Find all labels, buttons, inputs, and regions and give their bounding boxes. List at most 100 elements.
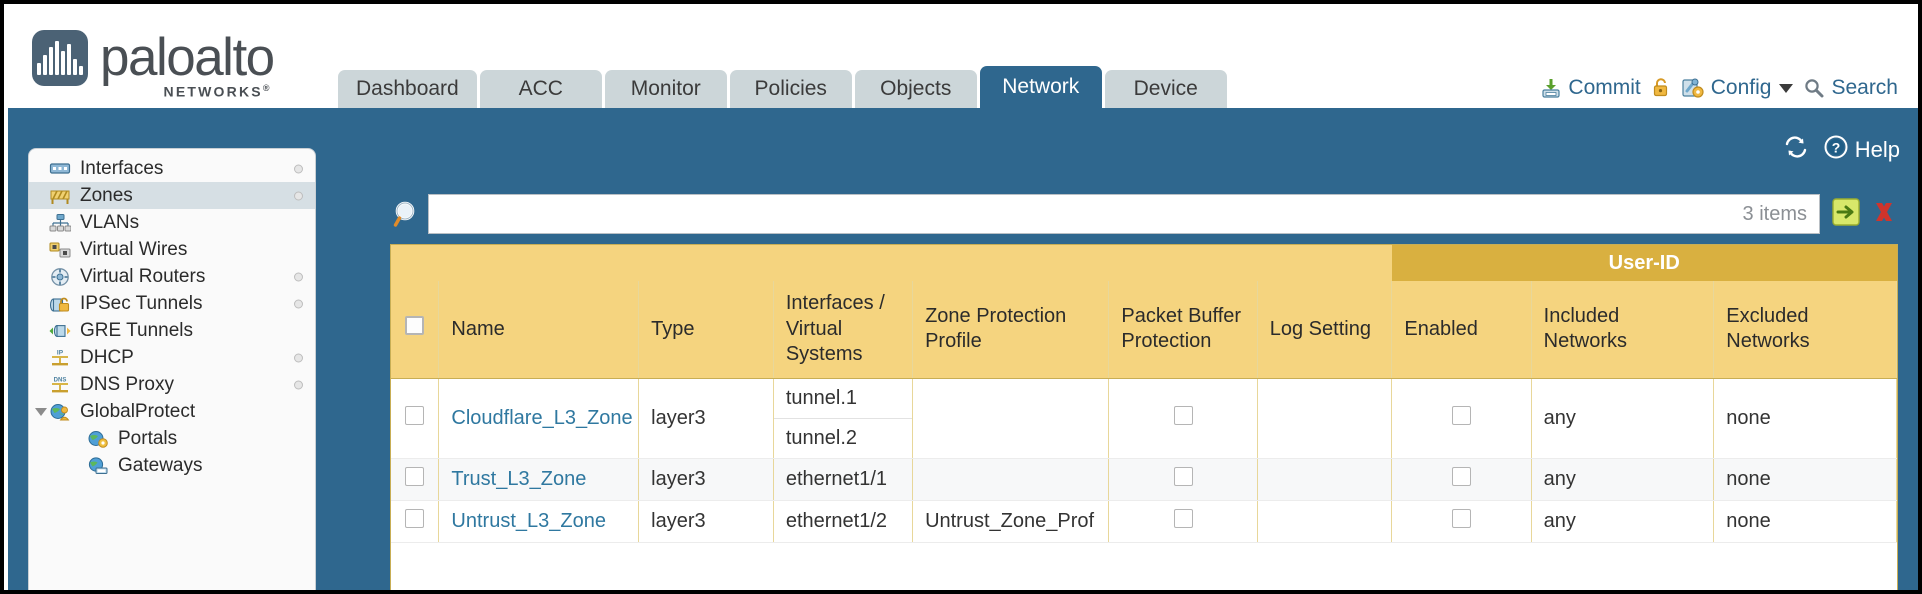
lock-icon[interactable] [1651, 77, 1671, 99]
zone-name-link[interactable]: Cloudflare_L3_Zone [451, 406, 633, 429]
zones-table-container: User-ID Name Type Interfaces / Virtual S… [390, 244, 1898, 590]
config-label: Config [1710, 76, 1772, 99]
virtual-routers-icon [49, 267, 71, 287]
commit-button[interactable]: Commit [1540, 76, 1641, 100]
filter-buttons [1832, 197, 1898, 231]
tab-objects[interactable]: Objects [854, 70, 977, 108]
table-group-header-row: User-ID [391, 245, 1897, 281]
row-select-checkbox[interactable] [405, 508, 425, 528]
col-header-packet-buffer-protection[interactable]: Packet Buffer Protection [1108, 281, 1258, 379]
cell-included-networks: any [1531, 500, 1715, 543]
ipsec-tunnels-icon [49, 294, 71, 314]
commit-label: Commit [1568, 76, 1641, 99]
cell-name[interactable]: Trust_L3_Zone [438, 458, 640, 501]
sidebar-item-gre-tunnels[interactable]: GRE Tunnels [29, 317, 315, 344]
help-button[interactable]: ? Help [1823, 134, 1900, 166]
zone-name-link[interactable]: Trust_L3_Zone [451, 467, 587, 490]
tab-policies[interactable]: Policies [729, 70, 852, 108]
row-select-checkbox[interactable] [405, 405, 425, 425]
row-select-checkbox[interactable] [405, 466, 425, 486]
cell-packet-buffer-protection[interactable] [1108, 458, 1258, 501]
tab-network[interactable]: Network [979, 66, 1102, 108]
chevron-down-icon[interactable] [35, 407, 47, 416]
gateways-icon [87, 456, 109, 476]
table-row[interactable]: Untrust_L3_Zone layer3 ethernet1/2 Untru… [391, 500, 1897, 543]
dns-proxy-icon: DNS [49, 375, 71, 395]
table-header-row: Name Type Interfaces / Virtual Systems Z… [391, 281, 1897, 379]
sidebar-item-portals[interactable]: Portals [29, 425, 315, 452]
config-menu[interactable]: Config [1681, 76, 1794, 100]
cell-included-networks: any [1531, 378, 1715, 459]
gre-tunnels-icon [49, 321, 71, 341]
sidebar-item-globalprotect[interactable]: GlobalProtect [29, 398, 315, 425]
refresh-icon[interactable] [1783, 135, 1809, 165]
cell-userid-enabled[interactable] [1391, 458, 1532, 501]
cell-name[interactable]: Untrust_L3_Zone [438, 500, 640, 543]
sidebar-status-dot [294, 272, 303, 281]
row-select-cell[interactable] [391, 500, 440, 543]
group-header-spacer [391, 245, 1392, 281]
group-header-userid: User-ID [1391, 245, 1897, 281]
table-row[interactable]: Cloudflare_L3_Zone layer3 tunnel.1 tunne… [391, 378, 1897, 459]
col-header-interfaces[interactable]: Interfaces / Virtual Systems [773, 281, 914, 379]
brand-name: paloalto [100, 28, 275, 87]
select-all-checkbox[interactable] [405, 316, 425, 336]
cell-packet-buffer-protection[interactable] [1108, 500, 1258, 543]
cell-name[interactable]: Cloudflare_L3_Zone [438, 378, 640, 459]
filter-input-wrapper[interactable]: 3 items [428, 194, 1820, 234]
cell-userid-enabled[interactable] [1391, 500, 1532, 543]
sidebar-item-virtual-routers[interactable]: Virtual Routers [29, 263, 315, 290]
cell-interfaces: ethernet1/1 [773, 458, 914, 501]
search-magnifier-icon[interactable] [390, 197, 424, 231]
cell-type: layer3 [638, 378, 774, 459]
col-header-excluded-networks[interactable]: Excluded Networks [1713, 281, 1897, 379]
userid-enabled-checkbox[interactable] [1452, 508, 1472, 528]
userid-enabled-checkbox[interactable] [1452, 405, 1472, 425]
sidebar-item-dhcp[interactable]: IP DHCP [29, 344, 315, 371]
packet-buffer-protection-checkbox[interactable] [1173, 466, 1193, 486]
sidebar-item-label: Portals [118, 427, 178, 449]
help-question-icon: ? [1823, 134, 1849, 166]
packet-buffer-protection-checkbox[interactable] [1173, 508, 1193, 528]
globalprotect-icon [49, 402, 71, 422]
brand-logo[interactable]: paloalto NETWORKS® [32, 28, 275, 100]
table-row[interactable]: Trust_L3_Zone layer3 ethernet1/1 any [391, 458, 1897, 501]
col-header-log-setting[interactable]: Log Setting [1257, 281, 1393, 379]
cell-packet-buffer-protection[interactable] [1108, 378, 1258, 459]
apply-arrow-icon[interactable] [1832, 197, 1860, 231]
config-wrench-icon [1681, 77, 1705, 99]
cell-zone-protection-profile: Untrust_Zone_Prof [912, 500, 1110, 543]
sidebar-item-virtual-wires[interactable]: Virtual Wires [29, 236, 315, 263]
cell-userid-enabled[interactable] [1391, 378, 1532, 459]
item-count-label: 3 items [1742, 202, 1807, 225]
help-label: Help [1854, 137, 1900, 162]
sidebar-item-dns-proxy[interactable]: DNS DNS Proxy [29, 371, 315, 398]
sidebar-item-ipsec-tunnels[interactable]: IPSec Tunnels [29, 290, 315, 317]
col-header-type[interactable]: Type [638, 281, 774, 379]
row-select-cell[interactable] [391, 378, 440, 459]
tab-dashboard[interactable]: Dashboard [338, 70, 477, 108]
header-toolbar: Commit [1540, 76, 1898, 100]
sidebar-status-dot [294, 164, 303, 173]
clear-x-icon[interactable] [1870, 198, 1898, 231]
search-button[interactable]: Search [1803, 76, 1898, 100]
row-select-cell[interactable] [391, 458, 440, 501]
col-header-userid-enabled[interactable]: Enabled [1391, 281, 1532, 379]
sidebar-item-zones[interactable]: Zones [29, 182, 315, 209]
network-sidebar: Interfaces Zones [28, 148, 316, 590]
filter-search-input[interactable] [441, 203, 1735, 225]
select-all-header[interactable] [391, 281, 440, 379]
tab-acc[interactable]: ACC [479, 70, 602, 108]
col-header-zone-protection-profile[interactable]: Zone Protection Profile [912, 281, 1110, 379]
col-header-name[interactable]: Name [438, 281, 640, 379]
sidebar-item-interfaces[interactable]: Interfaces [29, 155, 315, 182]
tab-device[interactable]: Device [1104, 70, 1227, 108]
sidebar-item-gateways[interactable]: Gateways [29, 452, 315, 479]
zone-name-link[interactable]: Untrust_L3_Zone [451, 509, 606, 532]
userid-enabled-checkbox[interactable] [1452, 466, 1472, 486]
tab-monitor[interactable]: Monitor [604, 70, 727, 108]
sidebar-item-vlans[interactable]: VLANs [29, 209, 315, 236]
col-header-included-networks[interactable]: Included Networks [1531, 281, 1715, 379]
packet-buffer-protection-checkbox[interactable] [1173, 405, 1193, 425]
